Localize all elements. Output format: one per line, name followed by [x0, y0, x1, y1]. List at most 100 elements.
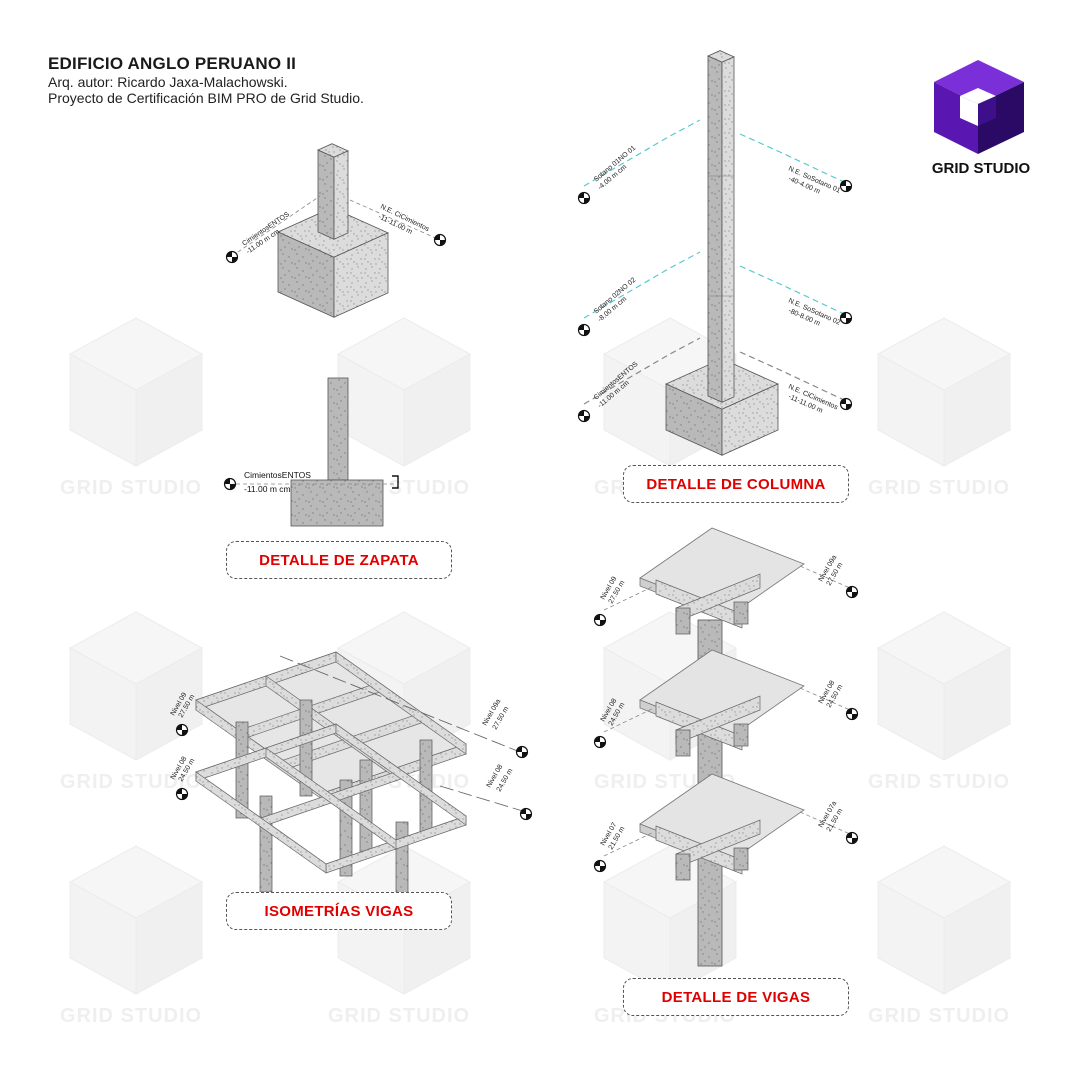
watermark-tile: GRID STUDIO — [868, 317, 1012, 499]
level-marker-quadrant — [182, 730, 188, 736]
watermark-tile: GRID STUDIO — [60, 845, 204, 1027]
level-line — [603, 831, 655, 857]
level-marker-quadrant — [840, 312, 846, 318]
level-marker-quadrant — [594, 860, 600, 866]
level-marker-icon — [839, 311, 853, 325]
level-marker-quadrant — [520, 808, 526, 814]
box-right-face — [721, 383, 779, 456]
project-header: EDIFICIO ANGLO PERUANO II Arq. autor: Ri… — [48, 54, 364, 106]
level-marker-icon — [223, 477, 237, 491]
level-line — [603, 707, 655, 733]
level-marker-icon — [845, 831, 859, 845]
beam-drop — [733, 601, 749, 625]
level-marker-quadrant — [182, 794, 188, 800]
watermark-tile: GRID STUDIO — [60, 611, 204, 793]
watermark-cube-right — [943, 353, 1011, 467]
level-line — [583, 119, 701, 187]
column-stub — [317, 143, 349, 240]
watermark-text: GRID STUDIO — [60, 1005, 202, 1027]
level-marker-quadrant — [594, 736, 600, 742]
section-level-name: CimientosENTOS — [244, 470, 311, 480]
level-line — [799, 687, 851, 711]
level-marker-quadrant — [846, 708, 852, 714]
level-marker-quadrant — [440, 240, 446, 246]
frame-column — [235, 721, 249, 819]
lower-beam-cross — [335, 723, 467, 826]
section-tag-icon — [392, 475, 399, 489]
watermark-text: GRID STUDIO — [328, 1005, 470, 1027]
level-marker-quadrant — [600, 742, 606, 748]
watermark-cube-right — [943, 881, 1011, 995]
level-marker-quadrant — [578, 192, 584, 198]
project-line: Proyecto de Certificación BIM PRO de Gri… — [48, 90, 364, 106]
level-marker-quadrant — [434, 234, 440, 240]
beam-drop — [675, 853, 691, 881]
watermark-tile: GRID STUDIO — [868, 845, 1012, 1027]
level-marker-quadrant — [584, 416, 590, 422]
zapata-section: CimientosENTOS -11.00 m cm — [223, 377, 399, 527]
level-marker-quadrant — [230, 484, 236, 490]
level-line — [739, 351, 845, 401]
watermark-cube-right — [943, 647, 1011, 761]
zapata-isometric: CimientosENTOS-11.00 m cmN.E. CiCimiento… — [225, 143, 447, 318]
level-line — [583, 337, 701, 405]
box-right-face — [333, 232, 389, 318]
level-marker-quadrant — [522, 752, 528, 758]
watermark-text: GRID STUDIO — [60, 477, 202, 499]
level-marker-quadrant — [526, 814, 532, 820]
level-marker-icon — [845, 585, 859, 599]
level-line — [739, 265, 845, 315]
frame-column — [259, 795, 273, 893]
beam-drop — [675, 729, 691, 757]
beam-drop — [675, 607, 691, 635]
section-column — [327, 377, 349, 481]
label-isometrias-vigas: ISOMETRÍAS VIGAS — [226, 892, 452, 930]
watermark-cube-right — [135, 881, 203, 995]
level-marker-icon — [225, 250, 239, 264]
frame-column — [359, 759, 373, 857]
lower-beam-cross — [195, 771, 327, 874]
beam-drop — [733, 723, 749, 747]
frame-column — [299, 699, 313, 797]
level-line — [349, 199, 441, 241]
level-marker-quadrant — [852, 592, 858, 598]
level-line — [799, 811, 851, 835]
author-line: Arq. autor: Ricardo Jaxa-Malachowski. — [48, 74, 288, 90]
level-line — [231, 195, 321, 257]
label-detalle-zapata: DETALLE DE ZAPATA — [226, 541, 452, 579]
level-marker-quadrant — [176, 788, 182, 794]
cube-logo-icon — [934, 60, 1024, 154]
watermark-tile: GRID STUDIO — [328, 317, 472, 499]
level-marker-icon — [577, 323, 591, 337]
level-marker-quadrant — [846, 318, 852, 324]
level-marker-icon — [577, 409, 591, 423]
column-shaft — [707, 50, 735, 403]
section-level-elev: -11.00 m cm — [244, 484, 291, 494]
level-marker-icon — [845, 707, 859, 721]
level-marker-icon — [433, 233, 447, 247]
level-marker-icon — [175, 723, 189, 737]
beam-drop — [733, 847, 749, 871]
level-marker-quadrant — [578, 410, 584, 416]
level-marker-quadrant — [584, 330, 590, 336]
watermark-text: GRID STUDIO — [868, 1005, 1010, 1027]
level-marker-quadrant — [840, 180, 846, 186]
watermark-text: GRID STUDIO — [868, 771, 1010, 793]
watermark-tile: GRID STUDIO — [868, 611, 1012, 793]
level-marker-icon — [593, 613, 607, 627]
level-marker-quadrant — [840, 398, 846, 404]
level-marker-quadrant — [600, 620, 606, 626]
level-marker-icon — [577, 191, 591, 205]
project-title: EDIFICIO ANGLO PERUANO II — [48, 54, 297, 73]
label-detalle-vigas: DETALLE DE VIGAS — [623, 978, 849, 1016]
watermark-text: GRID STUDIO — [60, 771, 202, 793]
watermark-cube-right — [135, 353, 203, 467]
box-left-face — [317, 149, 335, 240]
